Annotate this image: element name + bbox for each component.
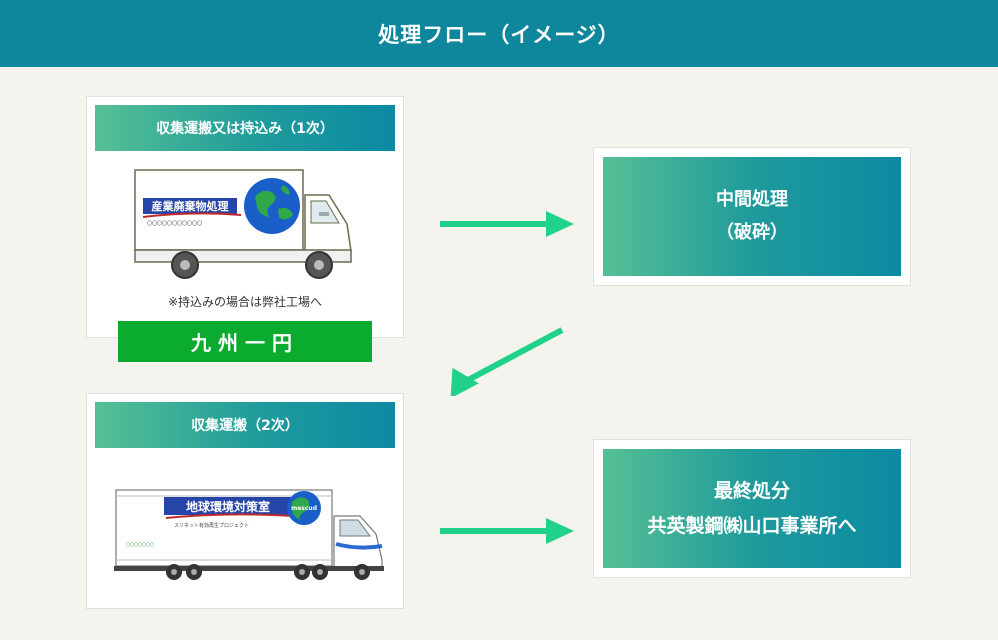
process-title: 中間処理 [716,189,788,211]
intermediate-processing-box: 中間処理 （破砕） [603,157,901,276]
process-destination: 共英製鋼㈱山口事業所へ [647,514,857,537]
truck-sign-text: 産業廃棄物処理 [152,199,229,213]
panel-title: 収集運搬又は持込み（1次） [95,105,395,151]
truck-subtext: スリネット有効再生プロジェクト [174,522,249,529]
box-truck-illustration: 産業廃棄物処理 〇〇〇〇〇〇〇〇〇〇〇 [134,169,352,279]
intermediate-processing-panel: 中間処理 （破砕） [593,147,911,286]
mescud-logo: mescud [291,505,317,512]
truck-sign-text: 地球環境対策室 [186,499,270,514]
process-subtitle: （破砕） [716,221,788,243]
collection-panel-secondary: 収集運搬（2次） 地球環境対策室 スリネット有効再生プロジェクト mescud … [86,393,404,609]
collection-panel-primary: 収集運搬又は持込み（1次） 産業廃棄物処理 〇〇〇〇〇〇〇〇〇〇〇 ※持込みの場… [86,96,404,338]
final-disposal-box: 最終処分 共英製鋼㈱山口事業所へ [603,449,901,568]
arrow-down-left-icon [450,327,564,396]
arrow-right-icon [440,211,574,237]
large-truck-illustration: 地球環境対策室 スリネット有効再生プロジェクト mescud 〇〇〇〇〇〇〇 [114,489,384,580]
page-title: 処理フロー（イメージ） [0,0,998,67]
arrow-right-icon [440,518,574,544]
truck-subtext: 〇〇〇〇〇〇〇〇〇〇〇 [147,221,202,227]
truck-small-text: 〇〇〇〇〇〇〇 [126,542,154,547]
carry-in-note: ※持込みの場合は弊社工場へ [167,295,323,309]
region-badge: 九州一円 [118,321,372,362]
final-disposal-panel: 最終処分 共英製鋼㈱山口事業所へ [593,439,911,578]
panel-title: 収集運搬（2次） [95,402,395,448]
process-title: 最終処分 [713,480,790,503]
